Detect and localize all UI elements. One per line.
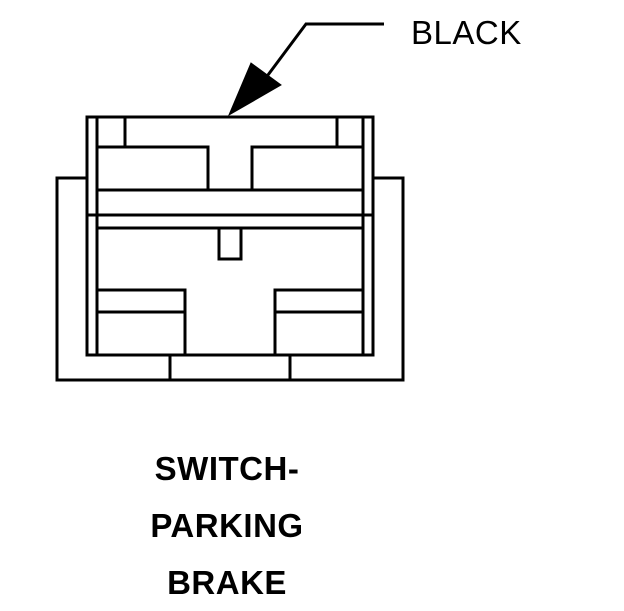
upper-cavity bbox=[97, 145, 363, 192]
callout-arrowhead bbox=[227, 62, 282, 117]
caption-line-1: SWITCH- bbox=[154, 450, 300, 487]
mounting-bracket bbox=[55, 176, 405, 382]
caption-line-2: PARKING bbox=[150, 507, 304, 544]
callout-leader-line bbox=[260, 22, 384, 84]
locking-key bbox=[217, 226, 243, 261]
caption-line-3: BRAKE bbox=[167, 564, 287, 601]
component-caption: SWITCH- PARKING BRAKE bbox=[96, 440, 358, 611]
connector-body bbox=[85, 115, 375, 357]
color-callout-label: BLACK bbox=[411, 14, 522, 51]
lower-left-terminal bbox=[97, 288, 187, 355]
lower-right-terminal bbox=[273, 288, 363, 355]
